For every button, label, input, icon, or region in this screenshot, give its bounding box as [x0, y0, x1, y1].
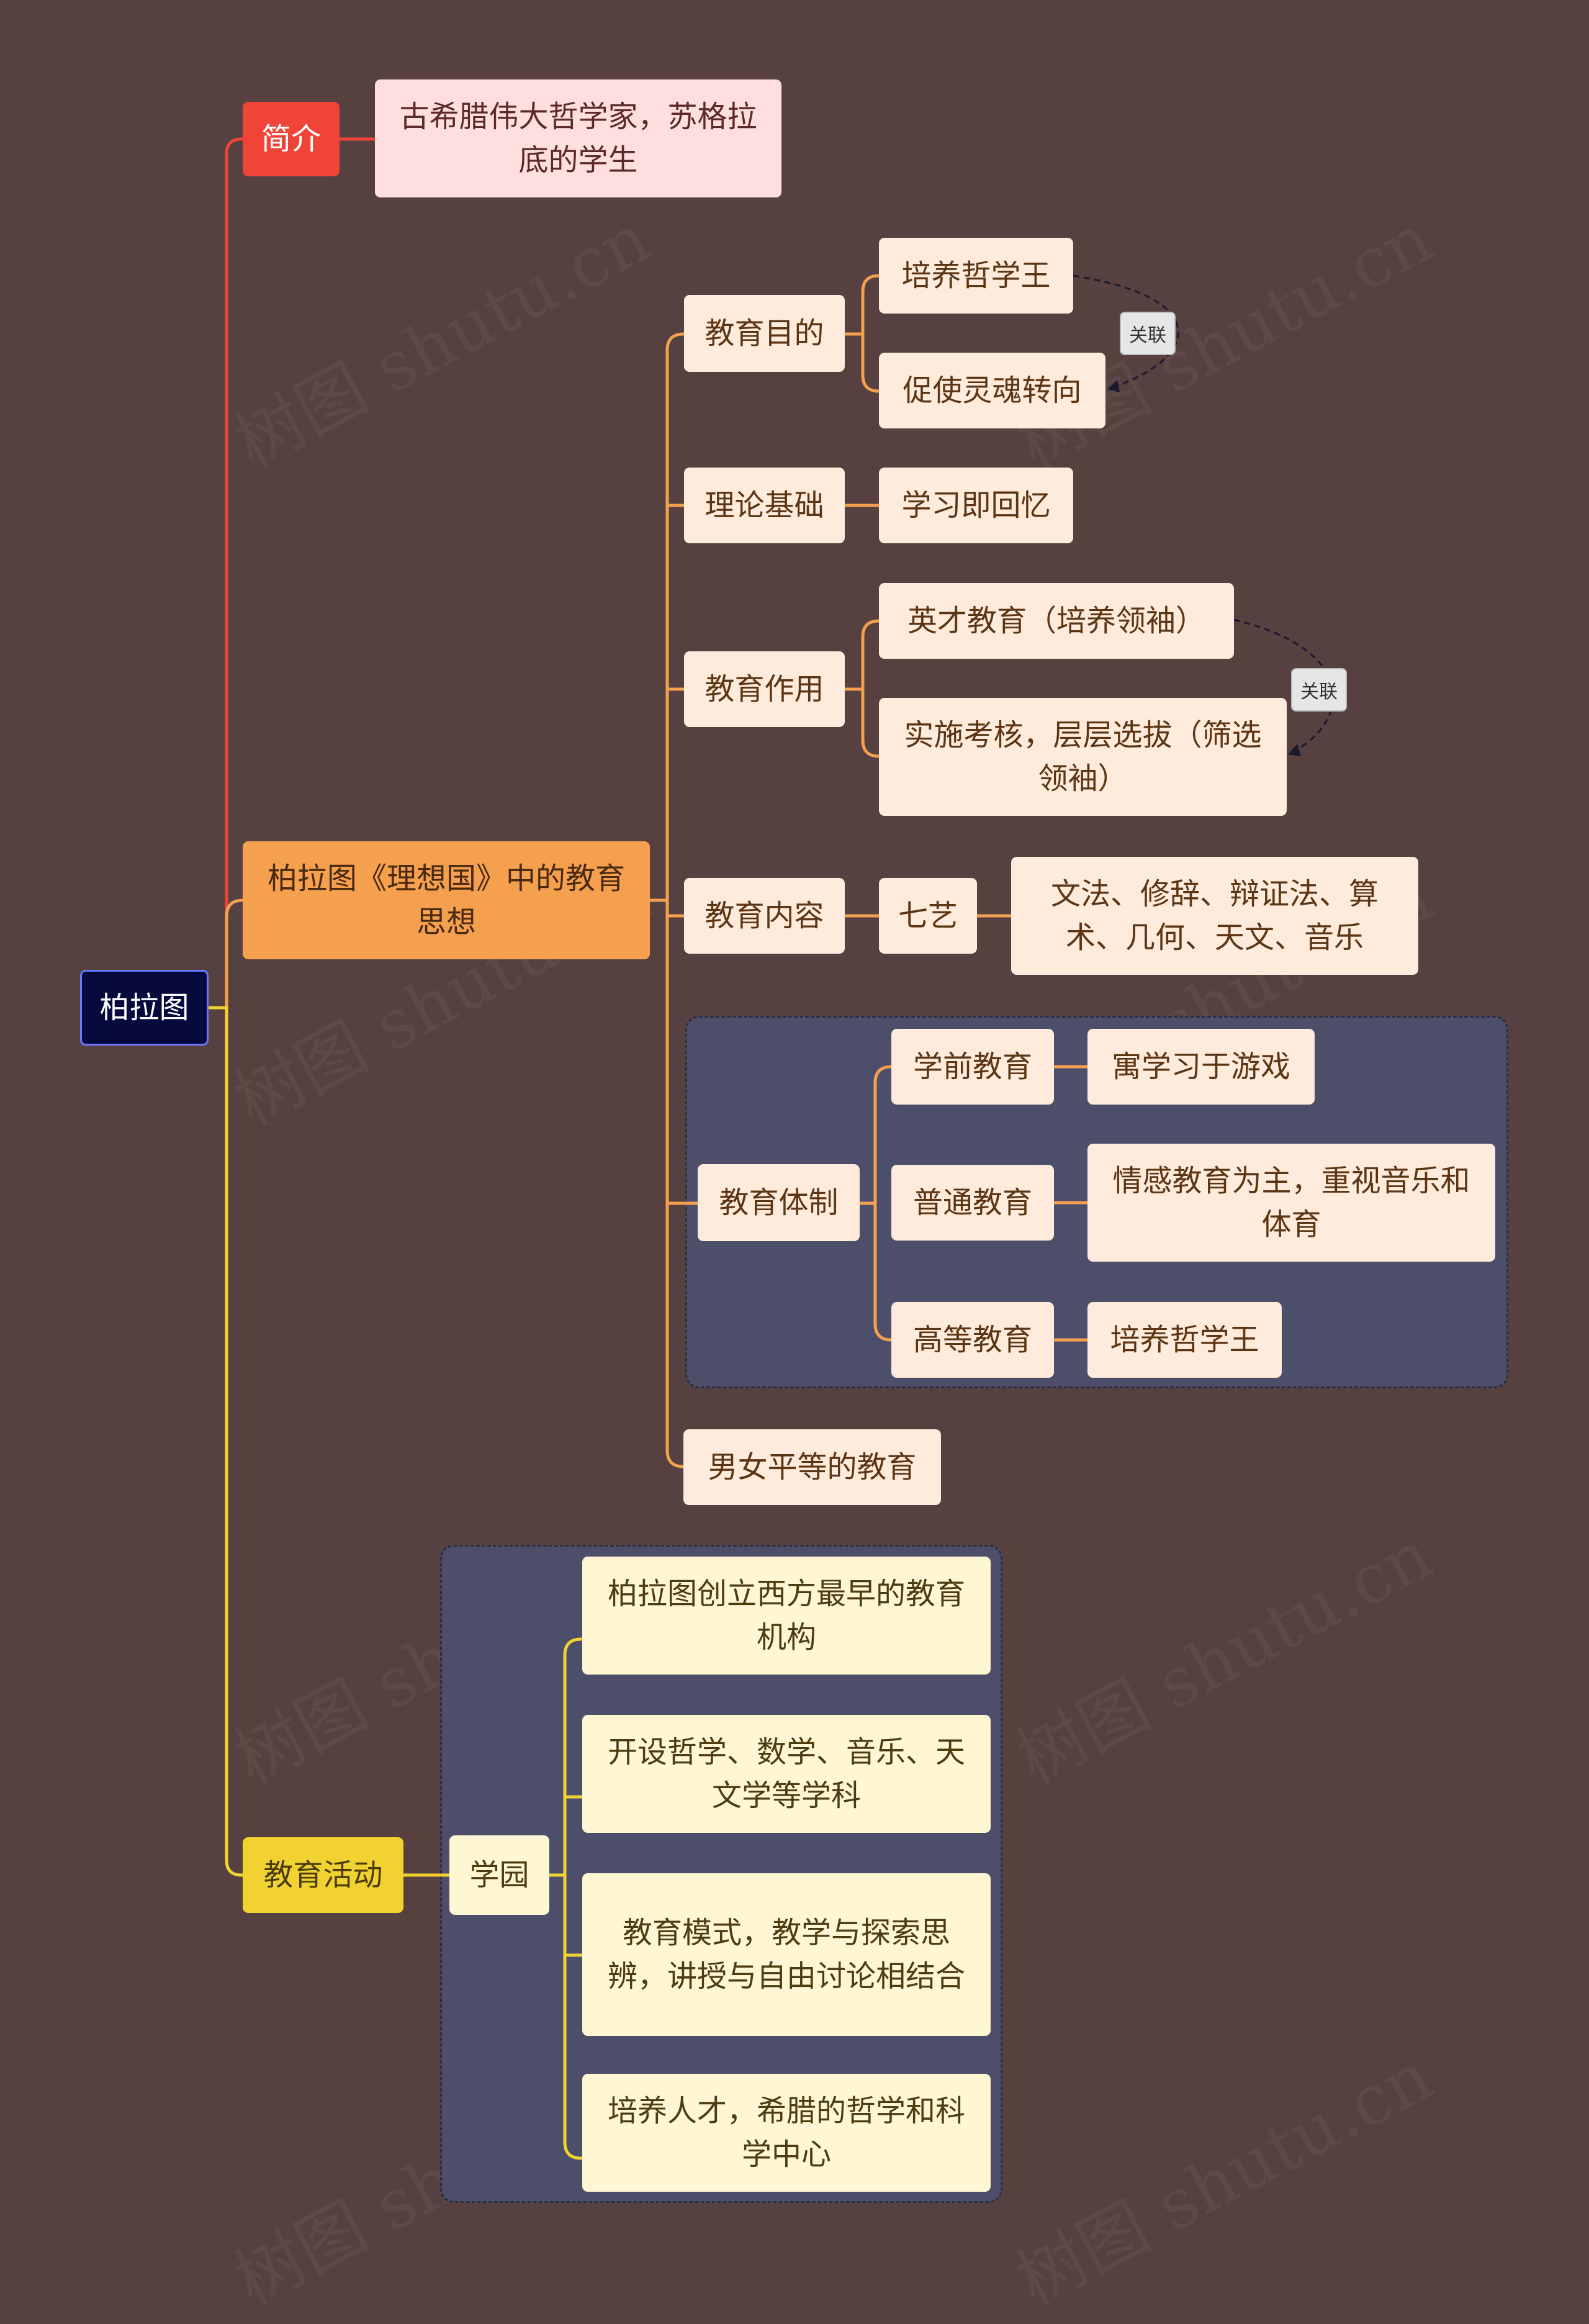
relation-tag: 关联 — [1120, 312, 1176, 355]
activity-node[interactable]: 教育活动 — [243, 1837, 403, 1913]
system-level-node[interactable]: 普通教育 — [891, 1165, 1054, 1241]
thought-node[interactable]: 柏拉图《理想国》中的教育思想 — [243, 841, 650, 959]
academy-item-node[interactable]: 开设哲学、数学、音乐、天文学等学科 — [582, 1715, 991, 1833]
role-item-node[interactable]: 实施考核，层层选拔（筛选领袖） — [879, 698, 1287, 816]
equality-node[interactable]: 男女平等的教育 — [683, 1429, 941, 1505]
purpose-item-node[interactable]: 促使灵魂转向 — [879, 353, 1105, 428]
system-detail-node[interactable]: 培养哲学王 — [1087, 1302, 1282, 1378]
purpose-item-node[interactable]: 培养哲学王 — [879, 238, 1073, 314]
system-node[interactable]: 教育体制 — [698, 1164, 860, 1241]
academy-item-node[interactable]: 柏拉图创立西方最早的教育机构 — [582, 1557, 991, 1675]
system-level-node[interactable]: 高等教育 — [891, 1302, 1054, 1378]
theory-node[interactable]: 理论基础 — [684, 468, 845, 543]
role-item-node[interactable]: 英才教育（培养领袖） — [879, 583, 1234, 659]
academy-item-node[interactable]: 教育模式，教学与探索思辨，讲授与自由讨论相结合 — [582, 1873, 991, 2036]
relation-tag: 关联 — [1291, 668, 1347, 712]
root-node[interactable]: 柏拉图 — [80, 970, 209, 1046]
academy-node[interactable]: 学园 — [449, 1835, 549, 1915]
system-detail-node[interactable]: 寓学习于游戏 — [1087, 1029, 1315, 1105]
system-level-node[interactable]: 学前教育 — [891, 1029, 1054, 1105]
system-detail-node[interactable]: 情感教育为主，重视音乐和体育 — [1087, 1144, 1495, 1262]
intro-node[interactable]: 简介 — [243, 102, 340, 176]
role-node[interactable]: 教育作用 — [684, 651, 845, 727]
academy-item-node[interactable]: 培养人才，希腊的哲学和科学中心 — [582, 2074, 991, 2192]
theory-item-node[interactable]: 学习即回忆 — [879, 468, 1073, 543]
intro-text-node[interactable]: 古希腊伟大哲学家，苏格拉底的学生 — [375, 79, 781, 197]
purpose-node[interactable]: 教育目的 — [684, 295, 845, 372]
seven-arts-node[interactable]: 七艺 — [879, 878, 977, 954]
content-detail-node[interactable]: 文法、修辞、辩证法、算术、几何、天文、音乐 — [1011, 857, 1418, 975]
content-node[interactable]: 教育内容 — [684, 878, 845, 954]
